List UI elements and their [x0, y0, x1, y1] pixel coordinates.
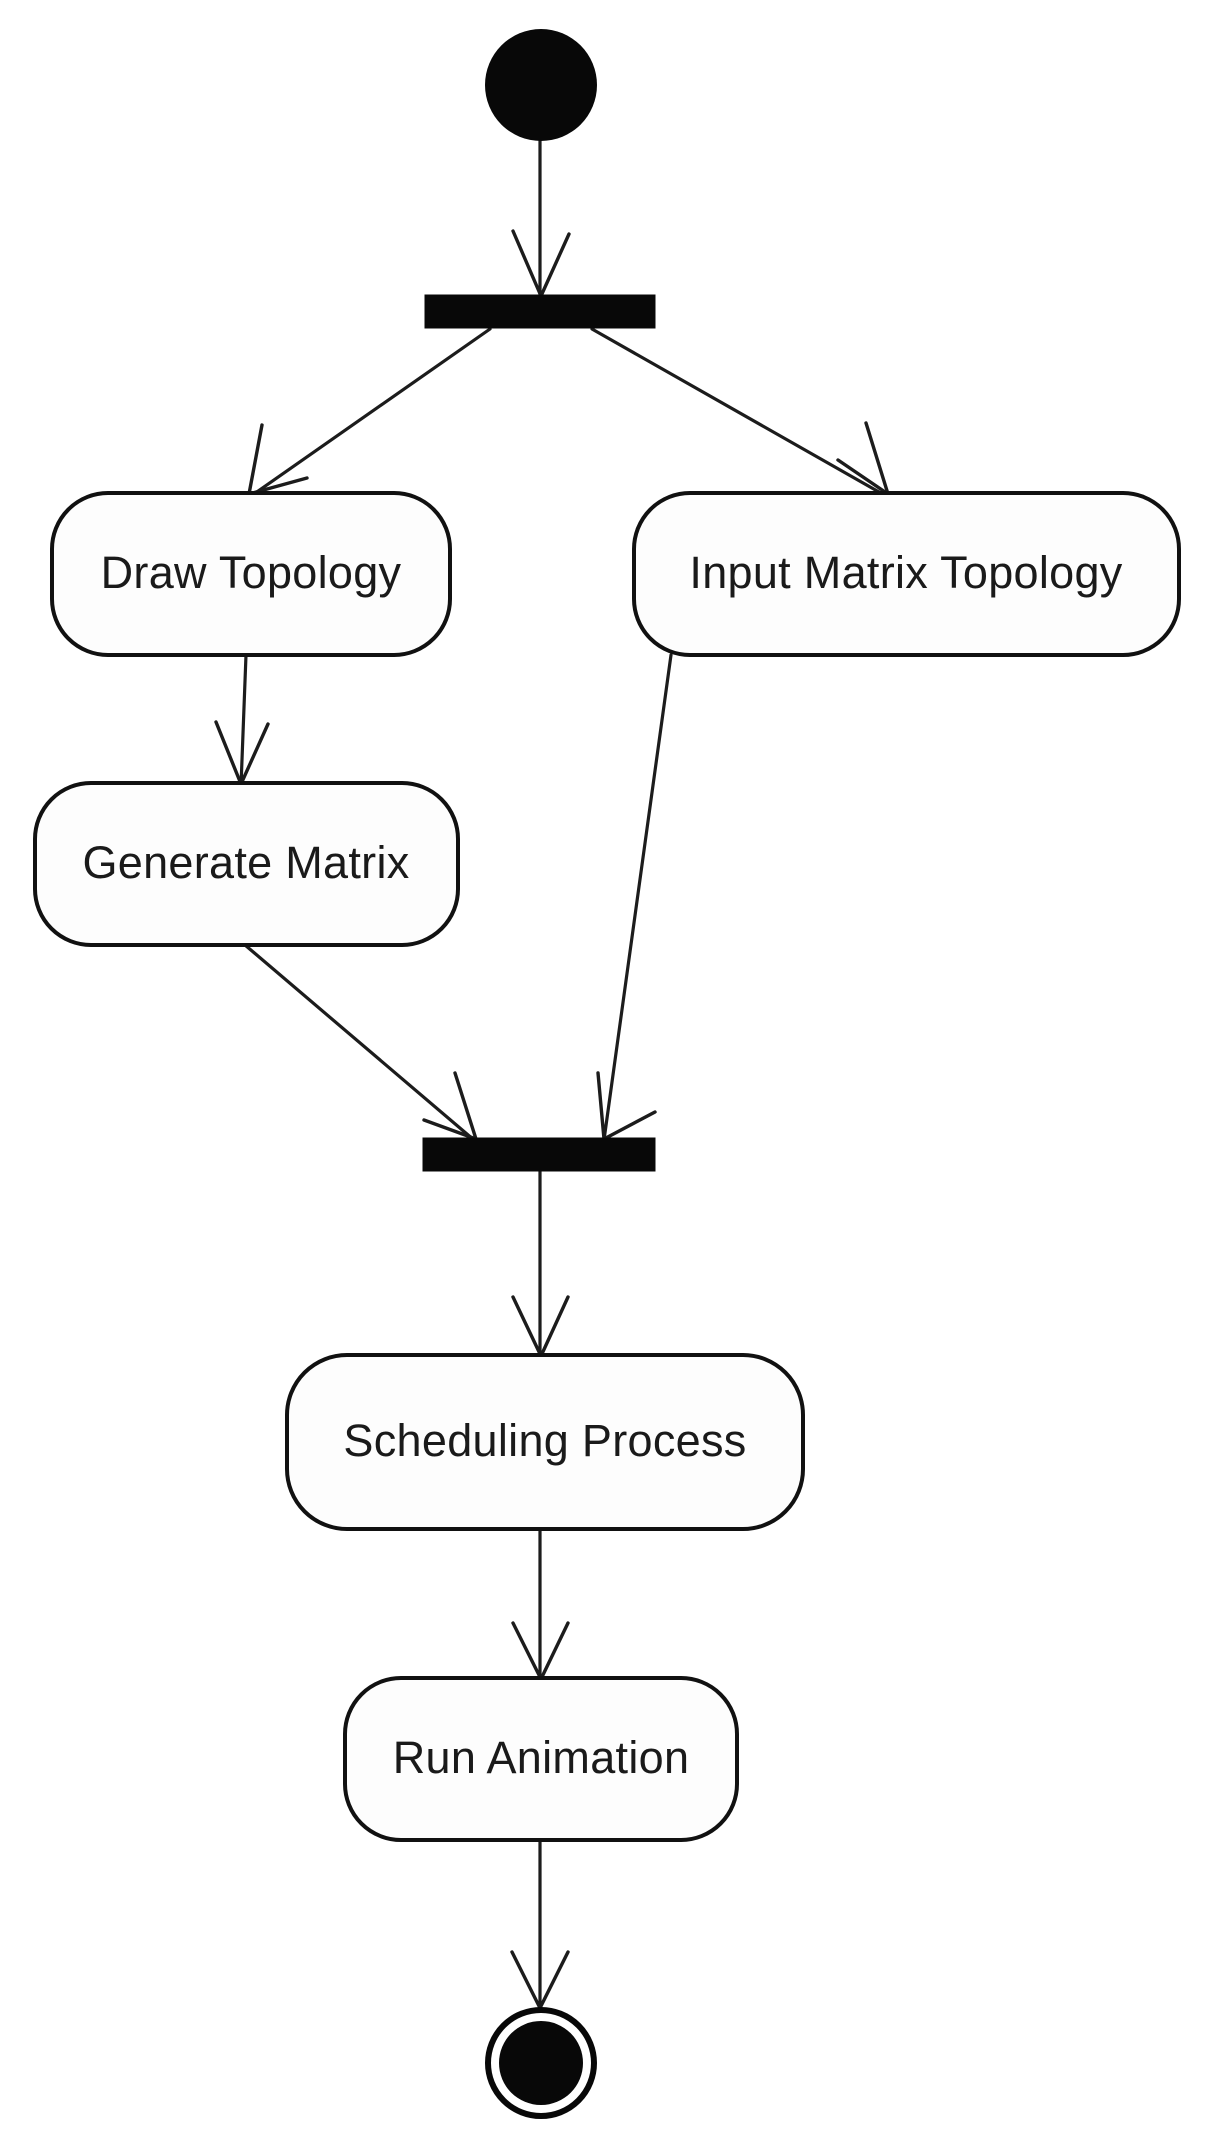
final-node[interactable] — [485, 2007, 597, 2119]
activity-shape-input-matrix-topology — [632, 491, 1181, 657]
activity-node-scheduling-process[interactable]: Scheduling Process — [285, 1353, 805, 1531]
edge-run-animation-to-final — [510, 1838, 570, 2011]
edge-input-matrix-topology-to-join — [596, 653, 673, 1142]
activity-label-run-animation: Run Animation — [393, 1732, 690, 1783]
initial-node[interactable] — [485, 29, 597, 141]
edge-scheduling-process-to-run-animation — [511, 1527, 570, 1682]
activity-label-input-matrix-topology: Input Matrix Topology — [689, 547, 1122, 598]
edge-fork-to-input-matrix-topology — [590, 327, 890, 498]
join-bar-node[interactable] — [422, 1137, 656, 1172]
edge-join-to-scheduling-process — [511, 1169, 570, 1359]
edge-fork-to-draw-topology — [247, 327, 492, 498]
final-node-inner-circle-icon — [499, 2021, 583, 2105]
activity-label-scheduling-process: Scheduling Process — [343, 1415, 746, 1466]
activity-shape-draw-topology — [50, 491, 452, 657]
activity-node-draw-topology[interactable]: Draw Topology — [50, 491, 452, 657]
fork-bar-shape — [424, 294, 656, 329]
activity-shape-run-animation — [343, 1676, 739, 1842]
activity-node-run-animation[interactable]: Run Animation — [343, 1676, 739, 1842]
initial-node-circle-icon — [485, 29, 597, 141]
activity-shape-scheduling-process — [285, 1353, 805, 1531]
edge-initial-to-fork — [511, 139, 571, 299]
edge-draw-topology-to-generate-matrix — [214, 653, 270, 788]
activity-node-generate-matrix[interactable]: Generate Matrix — [33, 781, 460, 947]
fork-bar-node[interactable] — [424, 294, 656, 329]
activity-label-generate-matrix: Generate Matrix — [82, 837, 409, 888]
final-node-outer-ring-icon — [485, 2007, 597, 2119]
activity-node-input-matrix-topology[interactable]: Input Matrix Topology — [632, 491, 1181, 657]
edge-generate-matrix-to-join — [243, 943, 478, 1142]
activity-label-draw-topology: Draw Topology — [101, 547, 402, 598]
activity-shape-generate-matrix — [33, 781, 460, 947]
join-bar-shape — [422, 1137, 656, 1172]
